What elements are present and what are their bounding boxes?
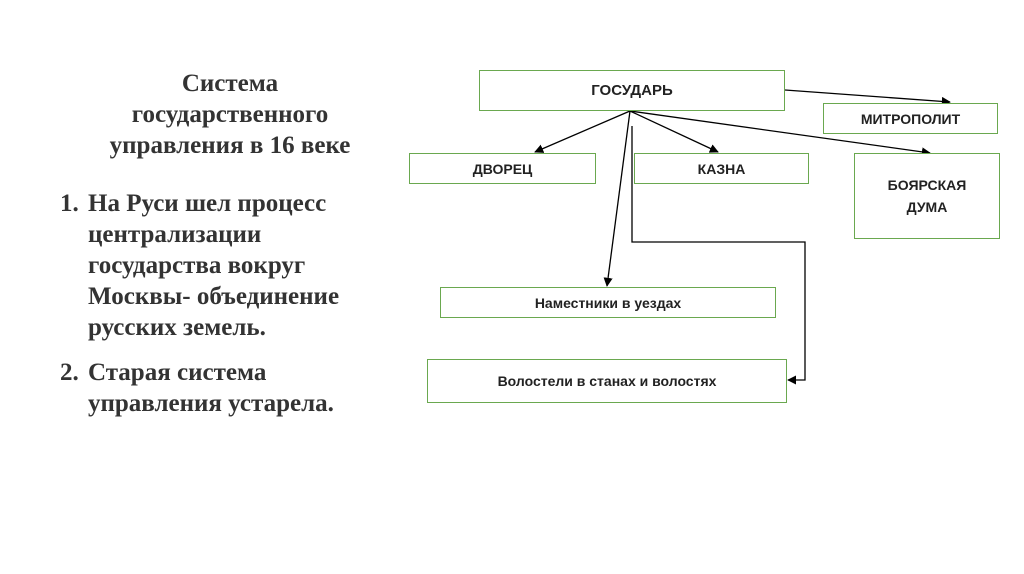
points-list: 1. На Руси шел процесс централизации гос… bbox=[60, 188, 420, 433]
node-dvorets: ДВОРЕЦ bbox=[409, 153, 596, 184]
arrow-to-dvorets bbox=[534, 110, 631, 153]
title-line: Система bbox=[181, 70, 279, 97]
node-label: БОЯРСКАЯ bbox=[887, 177, 967, 193]
list-line: управления устарела. bbox=[88, 390, 334, 417]
title-line: управления в 16 веке bbox=[109, 132, 351, 159]
node-label: Волостели в станах и волостях bbox=[497, 373, 717, 389]
arrow-to-mitropolit bbox=[784, 89, 951, 106]
list-line: Старая система bbox=[88, 359, 267, 386]
arrow-to-boyarskaya-duma bbox=[629, 110, 931, 157]
node-kazna: КАЗНА bbox=[634, 153, 809, 184]
arrow-to-volosteli bbox=[631, 126, 806, 385]
slide-title: Система государственного управления в 16… bbox=[60, 68, 400, 161]
node-boyarskaya-duma: БОЯРСКАЯ ДУМА bbox=[854, 153, 1000, 239]
list-line: русских земель. bbox=[88, 314, 266, 341]
list-number: 1. bbox=[60, 190, 79, 217]
arrow-to-kazna bbox=[629, 110, 719, 153]
list-item: 2. Старая система управления устарела. bbox=[60, 357, 420, 419]
node-label: МИТРОПОЛИТ bbox=[860, 110, 961, 127]
node-mitropolit: МИТРОПОЛИТ bbox=[823, 103, 998, 134]
node-label: ДУМА bbox=[906, 199, 948, 215]
list-number: 2. bbox=[60, 359, 79, 386]
node-label: ДВОРЕЦ bbox=[472, 160, 533, 177]
list-item: 1. На Руси шел процесс централизации гос… bbox=[60, 188, 420, 343]
arrow-to-namestniki bbox=[603, 110, 631, 287]
node-label: ГОСУДАРЬ bbox=[591, 82, 673, 99]
node-namestniki: Наместники в уездах bbox=[440, 287, 776, 318]
list-line: централизации bbox=[88, 221, 262, 248]
node-volosteli: Волостели в станах и волостях bbox=[427, 359, 787, 403]
list-line: На Руси шел процесс bbox=[88, 190, 327, 217]
list-line: Москвы- объединение bbox=[88, 283, 340, 310]
node-label: КАЗНА bbox=[697, 160, 746, 177]
node-gosudar: ГОСУДАРЬ bbox=[479, 70, 785, 111]
title-line: государственного bbox=[131, 101, 329, 128]
list-line: государства вокруг bbox=[88, 252, 306, 279]
node-label: Наместники в уездах bbox=[534, 294, 682, 311]
